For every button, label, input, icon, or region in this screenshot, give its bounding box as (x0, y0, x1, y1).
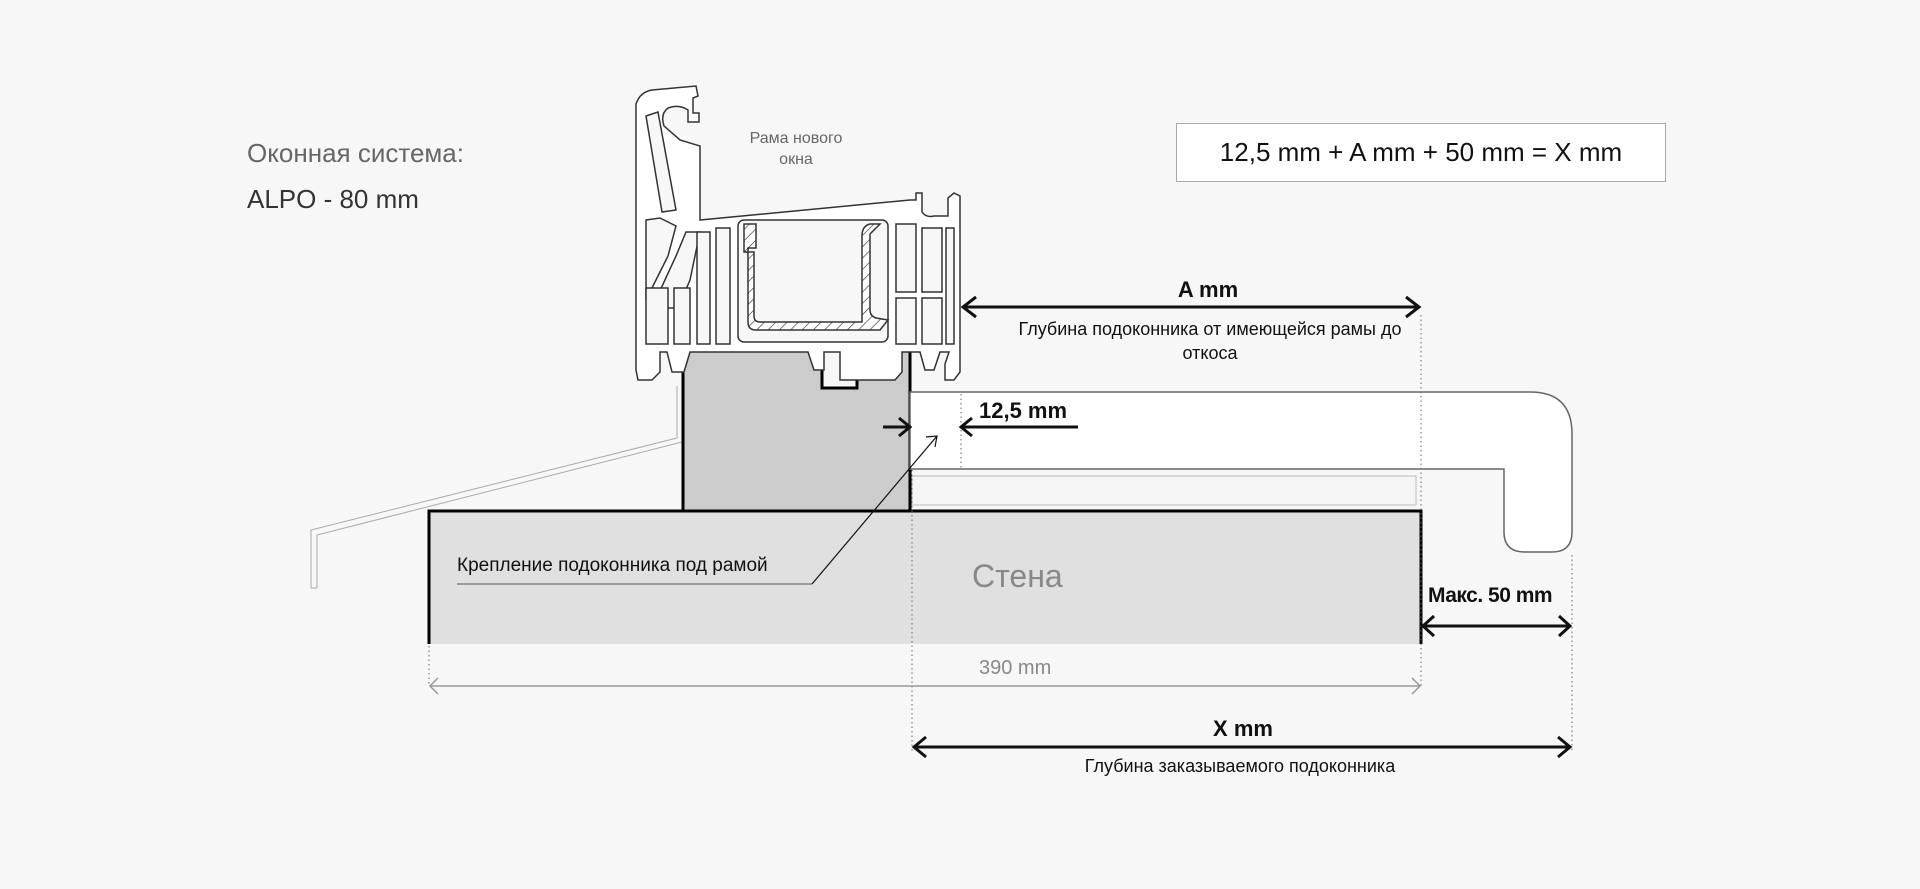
formula-text: 12,5 mm + A mm + 50 mm = X mm (1219, 137, 1623, 167)
dimension-a-arrow (960, 295, 1422, 319)
window-system-value: ALPO - 80 mm (247, 184, 419, 214)
dimension-wall-arrow (428, 677, 1422, 695)
dimension-x-arrow (911, 735, 1573, 759)
dimension-a-label: A mm (1177, 277, 1239, 302)
dimension-overhang-label: Макс. 50 mm (1428, 584, 1553, 607)
formula-box: 12,5 mm + A mm + 50 mm = X mm (1176, 123, 1666, 182)
dimension-x-description: Глубина заказываемого подоконника (1084, 756, 1396, 776)
dimension-overhang-arrow (1420, 614, 1573, 638)
wall-label: Стена (972, 558, 1063, 594)
dimension-wall-label: 390 mm (979, 657, 1052, 679)
frame-label: Рама нового окна (749, 130, 843, 168)
wall (429, 511, 1421, 644)
dimension-gap-arrow (883, 416, 1078, 438)
dimension-a-description: Глубина подоконника от имеющейся рамы до… (1018, 319, 1402, 363)
window-system-title: Оконная система: (247, 138, 464, 168)
sill-channel (911, 475, 1417, 506)
mounting-leader (457, 435, 938, 585)
mounting-label: Крепление подоконника под рамой (457, 555, 768, 576)
dimension-gap-label: 12,5 mm (979, 398, 1068, 423)
window-sill (909, 391, 1573, 553)
extension-lines (428, 315, 1573, 752)
dimension-x-label: X mm (1213, 716, 1273, 741)
window-frame-profile (635, 85, 961, 381)
